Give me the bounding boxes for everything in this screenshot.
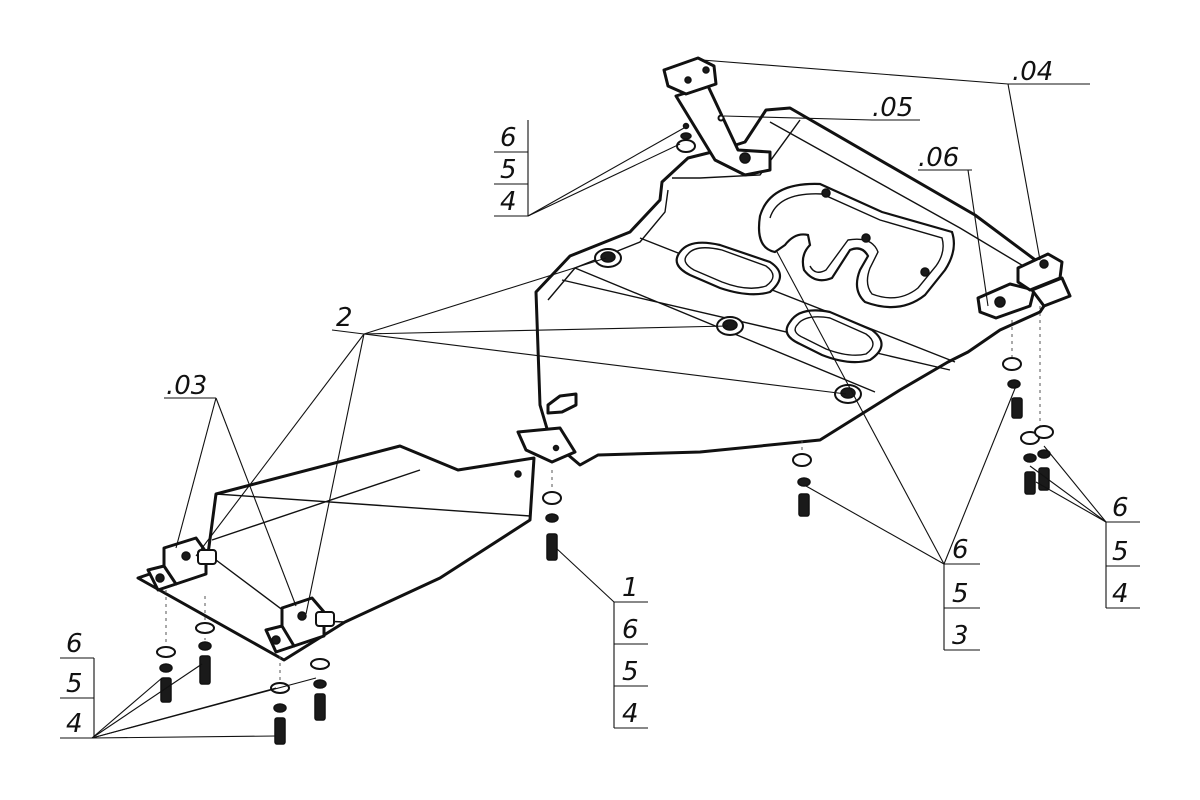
front-skid-plate: [136, 444, 536, 662]
bracket-05: [662, 56, 772, 177]
stack-number: 3: [952, 621, 969, 651]
boss-nut: [716, 316, 744, 336]
fastener-set-right: [1002, 306, 1054, 495]
stack-number: 6: [622, 615, 639, 645]
fastener-set-front-right: [270, 656, 330, 745]
callout-stack-middle-right: 6 5 3: [943, 535, 980, 651]
label-03: .03: [166, 371, 207, 401]
stack-number: 4: [66, 709, 83, 739]
callout-05: .05: [872, 93, 913, 123]
leader-lines: [91, 59, 1107, 739]
boss-nut: [834, 384, 862, 404]
stack-number: 5: [66, 669, 83, 699]
stack-number: 5: [500, 155, 517, 185]
boss-nut: [594, 248, 622, 268]
callout-06: .06: [918, 143, 959, 173]
fastener-set-top: [676, 122, 696, 153]
stack-number: 6: [1112, 493, 1129, 523]
label-05: .05: [872, 93, 913, 123]
main-skid-plate: [516, 106, 1062, 467]
label-2: 2: [336, 303, 353, 333]
stack-number: 4: [622, 699, 639, 729]
stack-number: 5: [952, 579, 969, 609]
stack-number: 6: [66, 629, 83, 659]
bracket-06: [976, 252, 1072, 320]
stack-number: 5: [622, 657, 639, 687]
label-04: .04: [1012, 57, 1053, 87]
callout-04: .04: [1012, 57, 1053, 87]
stack-number: 5: [1112, 537, 1129, 567]
callout-stack-far-right: 6 5 4: [1105, 493, 1140, 609]
stack-number: 6: [500, 123, 517, 153]
stack-number: 4: [500, 187, 517, 217]
callout-stack-bottom-left: 6 5 4: [60, 629, 95, 739]
fastener-set-middle-right: [792, 440, 812, 517]
fastener-set-center: [542, 470, 562, 561]
stack-number: 6: [952, 535, 969, 565]
fastener-set-front-left: [156, 590, 215, 703]
stack-number: 1: [622, 573, 639, 603]
callout-2: 2: [336, 303, 353, 333]
stack-number: 4: [1112, 579, 1129, 609]
callout-stack-center: 1 6 5 4: [613, 573, 648, 729]
callout-stack-top-left: 6 5 4: [494, 120, 529, 217]
callout-03: .03: [166, 371, 207, 401]
label-06: .06: [918, 143, 959, 173]
